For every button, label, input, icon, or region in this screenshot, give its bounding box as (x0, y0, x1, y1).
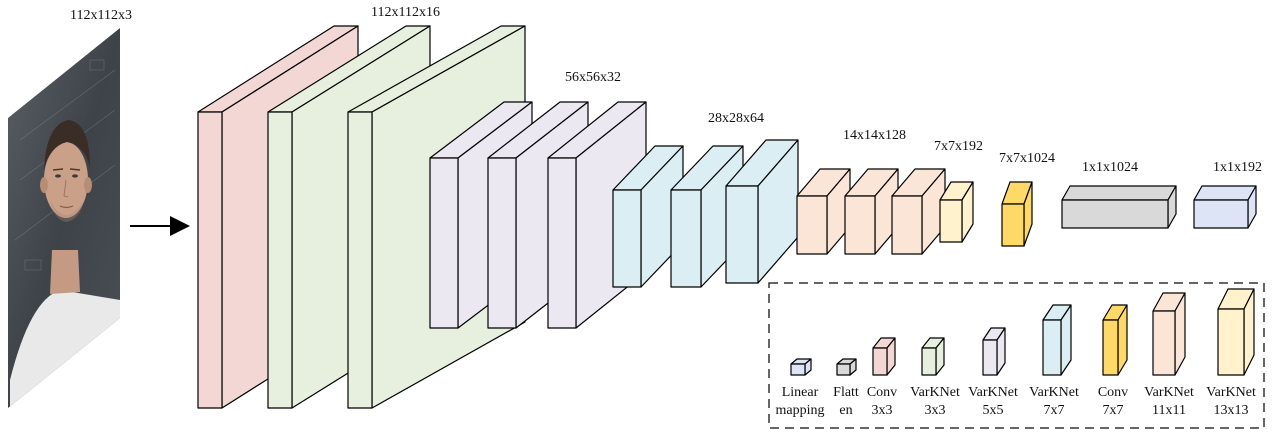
dim-label-1x1x192: 1x1x192 (1213, 160, 1262, 176)
dim-label-7x7x192: 7x7x192 (934, 139, 983, 155)
dim-label-28x28x64: 28x28x64 (708, 111, 764, 127)
dim-label-14x14x128: 14x14x128 (843, 128, 906, 144)
dim-label-7x7x1024: 7x7x1024 (999, 151, 1055, 167)
dim-label-112x112x16: 112x112x16 (371, 5, 440, 21)
input-size-label: 112x112x3 (70, 8, 132, 24)
dim-label-1x1x1024: 1x1x1024 (1082, 160, 1138, 176)
dim-label-56x56x32: 56x56x32 (565, 70, 621, 86)
